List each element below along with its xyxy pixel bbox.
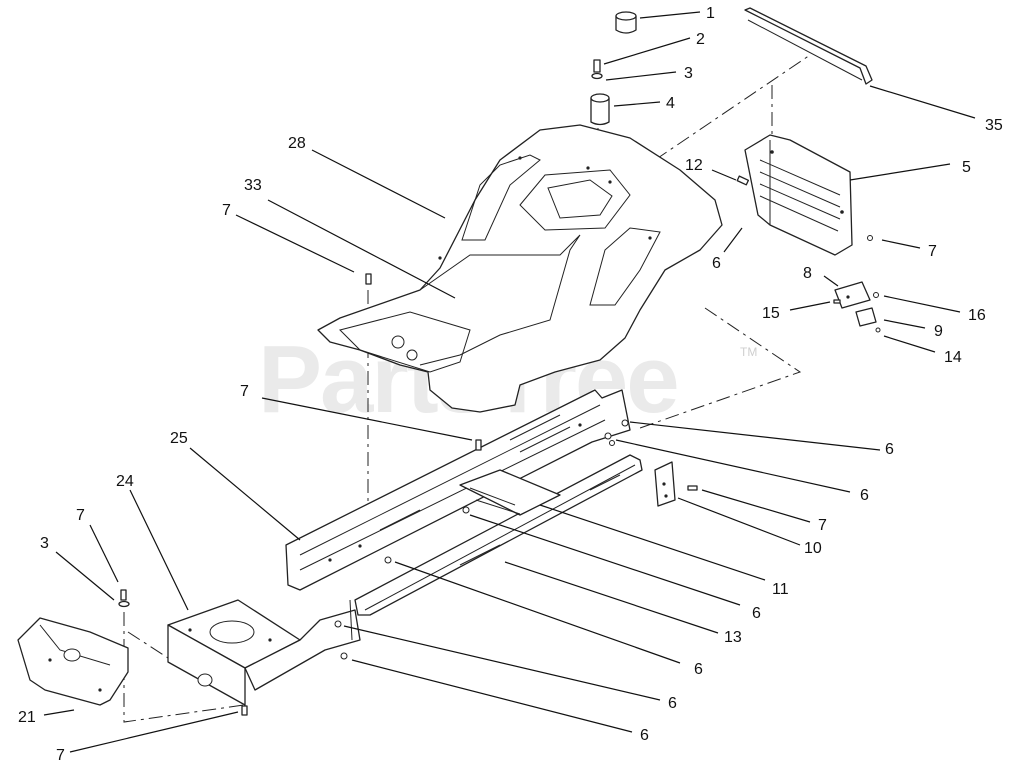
part-frame-extension[interactable]: [244, 599, 361, 691]
part-rear-bracket[interactable]: [17, 617, 129, 706]
part-lower-rail[interactable]: [354, 454, 643, 616]
callout-label[interactable]: 13: [724, 629, 742, 646]
callout-label[interactable]: 6: [860, 487, 869, 504]
part-knob[interactable]: [615, 11, 637, 34]
callout-label[interactable]: 6: [885, 441, 894, 458]
callout-label[interactable]: 16: [968, 307, 986, 324]
callout-label[interactable]: 28: [288, 135, 306, 152]
callout-label[interactable]: 15: [762, 305, 780, 322]
part-frame-rail[interactable]: [285, 389, 631, 591]
callout-label[interactable]: 6: [640, 727, 649, 744]
part-cross-member[interactable]: [459, 469, 561, 516]
callout-label[interactable]: 12: [685, 157, 703, 174]
callout-labels: 1 2 3 4 35 28 12 5 33 7 6 8 7 15 16 9 14…: [18, 5, 1003, 764]
part-rear-strip[interactable]: [744, 7, 873, 85]
callout-label[interactable]: 10: [804, 540, 822, 557]
callout-label[interactable]: 9: [934, 323, 943, 340]
part-latch[interactable]: [855, 307, 881, 333]
callout-label[interactable]: 21: [18, 709, 36, 726]
callout-label[interactable]: 33: [244, 177, 262, 194]
part-spacer[interactable]: [590, 93, 610, 126]
callout-label[interactable]: 6: [752, 605, 761, 622]
part-bolt[interactable]: [591, 59, 603, 80]
callout-label[interactable]: 7: [240, 383, 249, 400]
watermark-trademark: TM: [740, 345, 757, 359]
callout-label[interactable]: 3: [684, 65, 693, 82]
callout-label[interactable]: 6: [694, 661, 703, 678]
callout-label[interactable]: 11: [772, 581, 789, 598]
leader-lines: [43, 11, 976, 753]
part-bracket[interactable]: [834, 235, 879, 309]
callout-label[interactable]: 14: [944, 349, 962, 366]
part-side-bracket[interactable]: [654, 461, 676, 507]
callout-label[interactable]: 2: [696, 31, 705, 48]
callout-label[interactable]: 1: [706, 5, 715, 22]
part-screw[interactable]: [736, 175, 750, 186]
callout-label[interactable]: 8: [803, 265, 812, 282]
part-shield[interactable]: [744, 134, 853, 256]
part-body-pan[interactable]: [317, 124, 723, 413]
callout-label[interactable]: 7: [818, 517, 827, 534]
fasteners: [118, 273, 841, 716]
callout-label[interactable]: 6: [668, 695, 677, 712]
callout-label[interactable]: 4: [666, 95, 675, 112]
callout-label[interactable]: 7: [928, 243, 937, 260]
callout-label[interactable]: 24: [116, 473, 134, 490]
callout-label[interactable]: 3: [40, 535, 49, 552]
callout-label[interactable]: 25: [170, 430, 188, 447]
callout-label[interactable]: 7: [222, 202, 231, 219]
callout-label[interactable]: 35: [985, 117, 1003, 134]
callout-label[interactable]: 7: [56, 747, 65, 764]
callout-label[interactable]: 6: [712, 255, 721, 272]
callout-label[interactable]: 7: [76, 507, 85, 524]
callout-label[interactable]: 5: [962, 159, 971, 176]
